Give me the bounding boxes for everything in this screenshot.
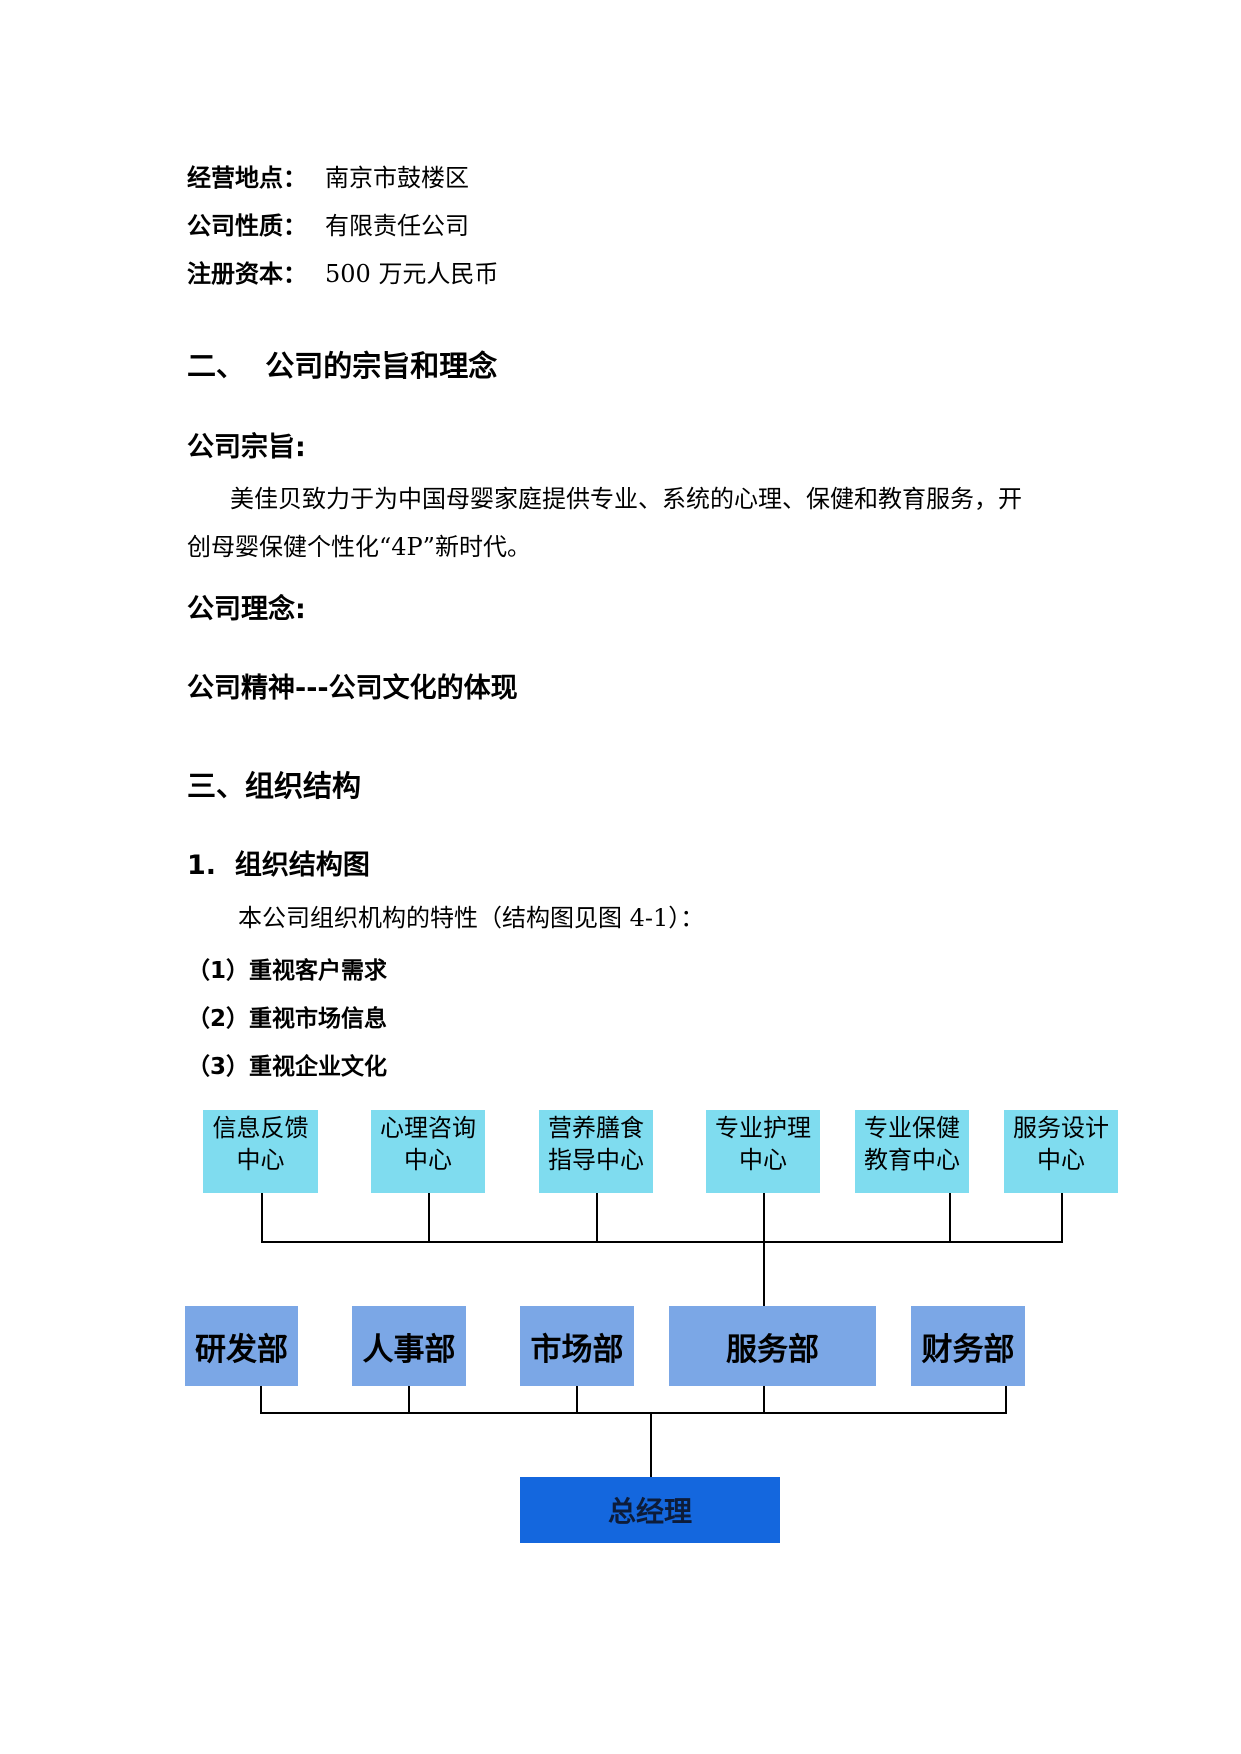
org-box-general-manager: 总经理 xyxy=(520,1477,780,1543)
org-box-psych-center: 心理咨询 中心 xyxy=(371,1110,485,1193)
point-culture: （3）重视企业文化 xyxy=(187,1054,388,1080)
spirit-heading: 公司精神---公司文化的体现 xyxy=(187,673,518,704)
org-box-feedback-center: 信息反馈 中心 xyxy=(203,1110,318,1193)
info-label-location: 经营地点： xyxy=(187,164,307,192)
purpose-text-line1: 美佳贝致力于为中国母婴家庭提供专业、系统的心理、保健和教育服务，开 xyxy=(230,485,1022,513)
info-label-capital: 注册资本： xyxy=(187,260,307,288)
org-box-service-design-center: 服务设计 中心 xyxy=(1004,1110,1118,1193)
purpose-heading: 公司宗旨: xyxy=(187,432,306,463)
org-intro-text: 本公司组织机构的特性（结构图见图 4-1）： xyxy=(238,904,705,932)
org-box-nursing-center: 专业护理 中心 xyxy=(706,1110,820,1193)
philosophy-heading: 公司理念: xyxy=(187,594,306,625)
section2-heading: 二、 公司的宗旨和理念 xyxy=(187,349,498,383)
org-box-health-edu-center: 专业保健 教育中心 xyxy=(855,1110,969,1193)
org-chart-subheading: 1. 组织结构图 xyxy=(187,850,370,881)
section3-heading: 三、组织结构 xyxy=(187,769,362,803)
point-customer: （1）重视客户需求 xyxy=(187,958,388,984)
info-value-location: 南京市鼓楼区 xyxy=(325,164,469,192)
info-value-capital: 500 万元人民币 xyxy=(325,260,499,288)
org-box-market-dept: 市场部 xyxy=(520,1306,634,1386)
org-box-rd-dept: 研发部 xyxy=(185,1306,298,1386)
info-label-type: 公司性质： xyxy=(187,212,307,240)
info-value-type: 有限责任公司 xyxy=(325,212,469,240)
org-box-hr-dept: 人事部 xyxy=(352,1306,466,1386)
org-box-nutrition-center: 营养膳食 指导中心 xyxy=(539,1110,653,1193)
org-box-service-dept: 服务部 xyxy=(669,1306,876,1386)
point-market: （2）重视市场信息 xyxy=(187,1006,388,1032)
purpose-text-line2: 创母婴保健个性化“4P”新时代。 xyxy=(187,533,531,561)
org-box-finance-dept: 财务部 xyxy=(911,1306,1025,1386)
